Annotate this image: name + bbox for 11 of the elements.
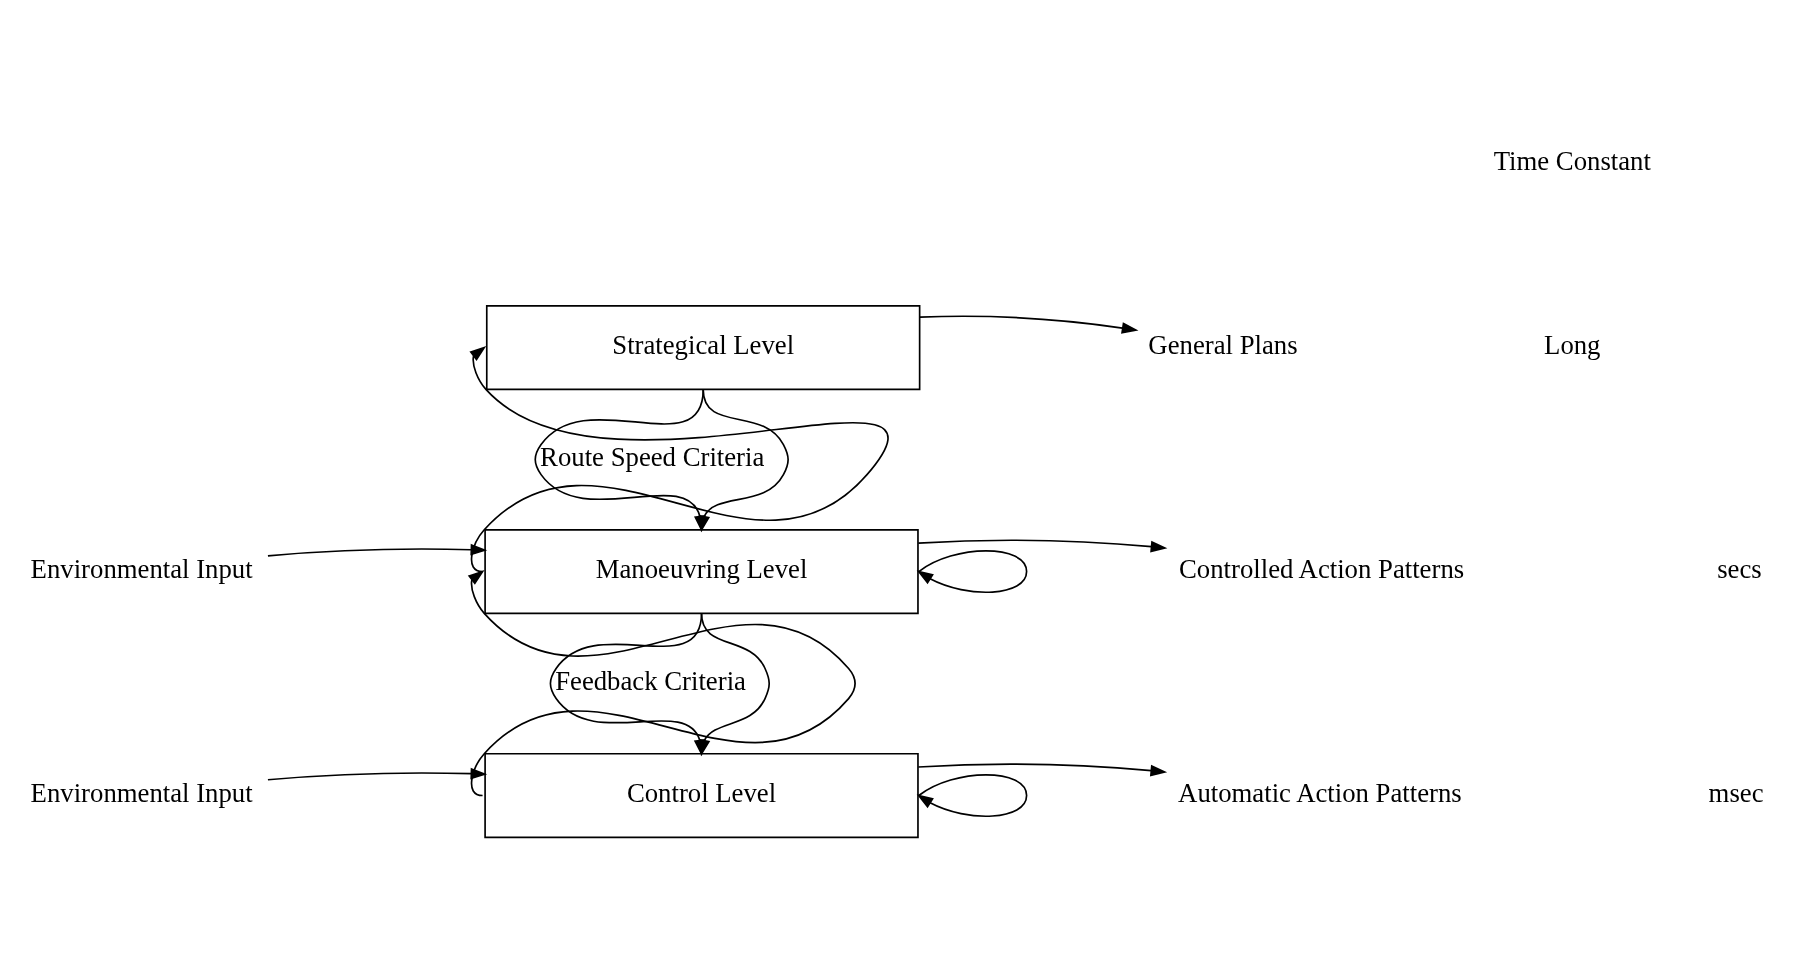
label: Time Constant xyxy=(1493,146,1651,177)
node-text: General Plans xyxy=(1148,329,1298,360)
edge-label: Feedback Criteria xyxy=(555,665,746,696)
label: Long xyxy=(1544,329,1601,360)
node-text: Automatic Action Patterns xyxy=(1178,777,1462,808)
node-text: Controlled Action Patterns xyxy=(1179,553,1465,584)
label: secs xyxy=(1717,553,1762,584)
node-text: Environmental Input xyxy=(30,553,253,584)
label: msec xyxy=(1708,777,1764,808)
node-text: Environmental Input xyxy=(30,777,253,808)
edge-label: Route Speed Criteria xyxy=(540,441,765,472)
